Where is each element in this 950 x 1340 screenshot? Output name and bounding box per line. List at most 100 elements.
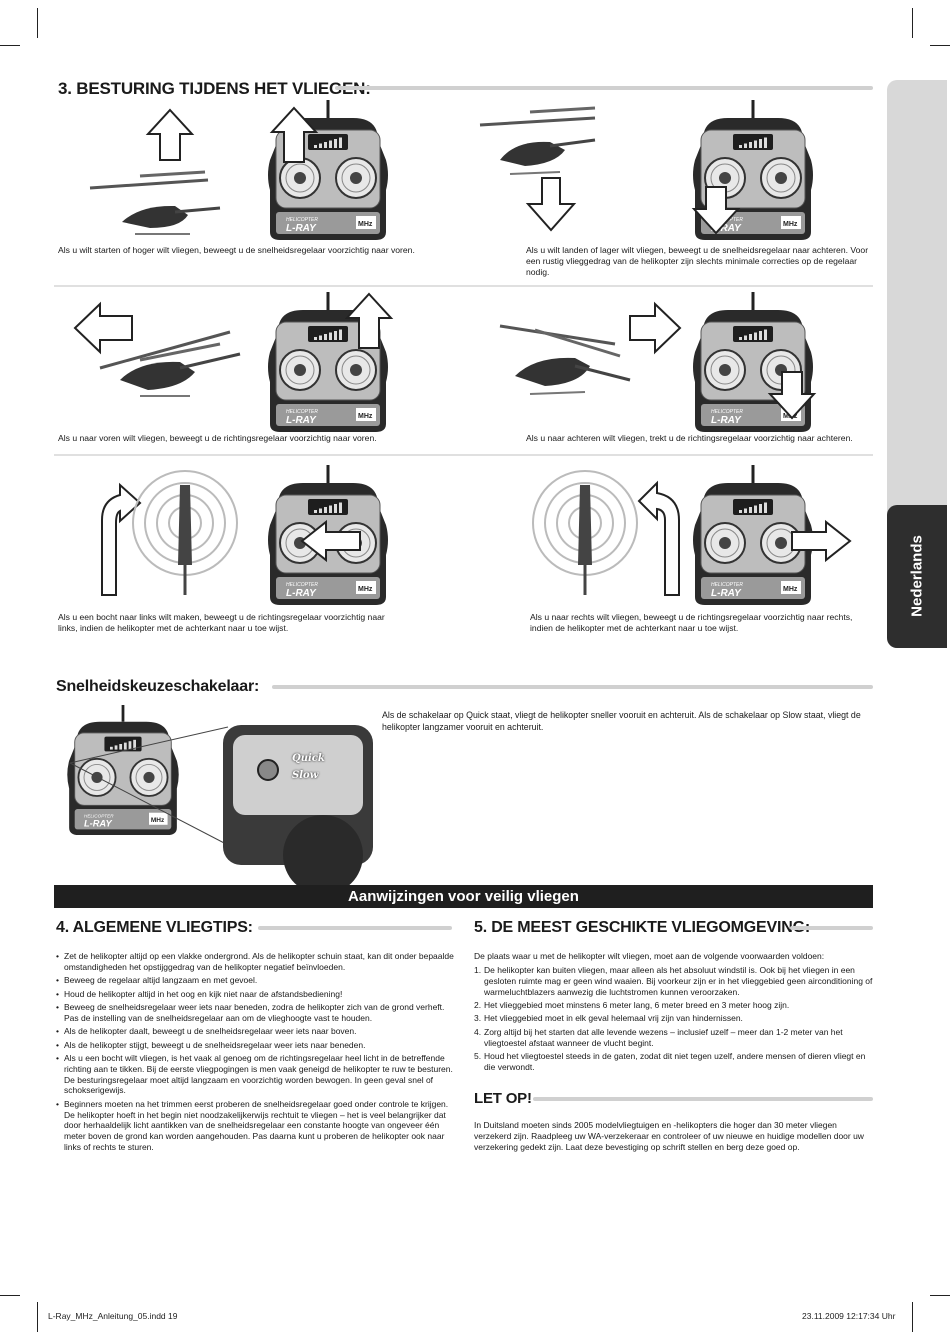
side-tab-label: Nederlands (908, 535, 926, 617)
arrow-up-icon (344, 292, 394, 349)
arrow-left-icon (300, 519, 361, 563)
stick-icon (760, 157, 802, 199)
illustration-turn-right (532, 470, 680, 596)
switch-knob-icon (257, 759, 279, 781)
list-item: Als de helikopter daalt, beweegt u de sn… (56, 1026, 454, 1037)
crop-mark (912, 8, 913, 38)
flight-tips-list: Zet de helikopter altijd op een vlakke o… (56, 951, 454, 1155)
helicopter-icon (89, 170, 221, 235)
crop-mark (37, 1302, 38, 1332)
arrow-right-icon (629, 301, 682, 355)
list-item: Als de helikopter stijgt, beweegt u de s… (56, 1040, 454, 1051)
crop-mark (930, 1295, 950, 1296)
remote-brand-small: HELICOPTER (286, 217, 318, 223)
remote-brand-small: HELICOPTER (711, 409, 743, 415)
section5-title: 5. DE MEEST GESCHIKTE VLIEGOMGEVING: (474, 919, 810, 936)
list-item: Als u een bocht wilt vliegen, is het vaa… (56, 1053, 454, 1096)
crop-mark (37, 8, 38, 38)
remote-brand: L-RAY (286, 588, 317, 599)
caption-turn-left: Als u een bocht naar links wilt maken, b… (58, 612, 385, 633)
list-item: Zet de helikopter altijd op een vlakke o… (56, 951, 454, 973)
stick-icon (129, 757, 169, 797)
remote-brand: L-RAY (711, 415, 742, 426)
arrow-curve-icon (637, 480, 680, 596)
arrow-up-icon (145, 108, 195, 161)
caption-turn-right: Als u naar rechts wilt vliegen, beweegt … (530, 612, 853, 633)
list-item: 2.Het vlieggebied moet minstens 6 meter … (474, 999, 790, 1010)
caption-backward: Als u naar achteren wilt vliegen, trekt … (526, 433, 853, 443)
remote-band: MHz (358, 221, 373, 228)
remote-brand: L-RAY (286, 223, 317, 234)
section4-title: 4. ALGEMENE VLIEGTIPS: (56, 919, 253, 936)
list-item: Houd de helikopter altijd in het oog en … (56, 989, 454, 1000)
letop-text: In Duitsland moeten sinds 2005 modelvlie… (474, 1120, 864, 1152)
heading-rule (790, 926, 873, 930)
heading-rule (272, 685, 873, 689)
caption-landing: Als u wilt landen of lager wilt vliegen,… (526, 245, 869, 277)
arrow-curve-icon (101, 482, 142, 596)
remote-brand-small: HELICOPTER (84, 813, 114, 818)
arrow-right-icon (791, 519, 852, 563)
helicopter-icon (99, 330, 241, 397)
footer-timestamp: 23.11.2009 12:17:34 Uhr (802, 1311, 896, 1321)
stick-icon (704, 522, 746, 564)
heading-rule (258, 926, 452, 930)
switch-zoom-illustration (69, 725, 373, 895)
remote-band: MHz (783, 586, 798, 593)
arrow-left-icon (73, 301, 133, 355)
list-item: Beweeg de snelheidsregelaar weer iets na… (56, 1002, 454, 1024)
remote-brand: L-RAY (286, 415, 317, 426)
heading-rule (335, 86, 873, 90)
remote-brand: L-RAY (84, 819, 112, 829)
caption-forward: Als u naar voren wilt vliegen, beweegt u… (58, 433, 377, 443)
safety-banner: Aanwijzingen voor veilig vliegen (54, 885, 873, 908)
divider (54, 285, 873, 287)
remote-brand-small: HELICOPTER (286, 409, 318, 415)
caption-takeoff: Als u wilt starten of hoger wilt vliegen… (58, 245, 415, 255)
stick-icon (335, 157, 377, 199)
list-item: 3.Het vlieggebied moet in elk geval hele… (474, 1013, 743, 1024)
heading-rule (533, 1097, 873, 1101)
arrow-down-icon (525, 177, 577, 232)
arrow-down-icon (767, 371, 817, 420)
crop-mark (930, 45, 950, 46)
remote-band: MHz (783, 221, 798, 228)
helicopter-icon (479, 106, 596, 175)
list-item: Beginners moeten na het trimmen eerst pr… (56, 1099, 454, 1153)
remote-brand-small: HELICOPTER (711, 582, 743, 588)
crop-mark (0, 1295, 20, 1296)
speed-switch-title: Snelheidskeuzeschakelaar: (56, 678, 260, 695)
switch-quick-label: Quick (292, 753, 325, 764)
stick-icon (279, 349, 321, 391)
list-item: 5.Houd het vliegtoestel steeds in de gat… (474, 1050, 866, 1072)
arrow-down-icon (691, 186, 741, 235)
helicopter-icon (499, 324, 631, 395)
environment-list: 1.De helikopter kan buiten vliegen, maar… (474, 965, 874, 1075)
crop-mark (912, 1302, 913, 1332)
stick-icon (335, 349, 377, 391)
illustration-turn-left (101, 470, 238, 596)
crop-mark (0, 45, 20, 46)
remote-band: MHz (151, 817, 165, 824)
list-item: Beweeg de regelaar altijd langzaam en me… (56, 975, 454, 986)
divider (54, 454, 873, 456)
section3-title: 3. BESTURING TIJDENS HET VLIEGEN: (58, 79, 371, 98)
remote-band: MHz (358, 413, 373, 420)
remote-brand: L-RAY (711, 588, 742, 599)
illustration-forward (73, 301, 241, 397)
illustration-landing (479, 106, 596, 232)
speed-switch-text: Als de schakelaar op Quick staat, vliegt… (382, 710, 861, 732)
side-tab-active (887, 505, 947, 648)
letop-title: LET OP! (474, 1090, 532, 1107)
remote-band: MHz (358, 586, 373, 593)
list-item: 1.De helikopter kan buiten vliegen, maar… (474, 965, 873, 997)
stick-icon (704, 349, 746, 391)
footer-filename: L-Ray_MHz_Anleitung_05.indd 19 (48, 1311, 178, 1321)
remote-brand-small: HELICOPTER (286, 582, 318, 588)
list-item: 4.Zorg altijd bij het starten dat alle l… (474, 1026, 843, 1048)
remote-brand: L-RAY (711, 223, 742, 234)
arrow-up-icon (269, 106, 319, 163)
switch-slow-label: Slow (292, 770, 319, 781)
section5-intro: De plaats waar u met de helikopter wilt … (474, 951, 825, 961)
